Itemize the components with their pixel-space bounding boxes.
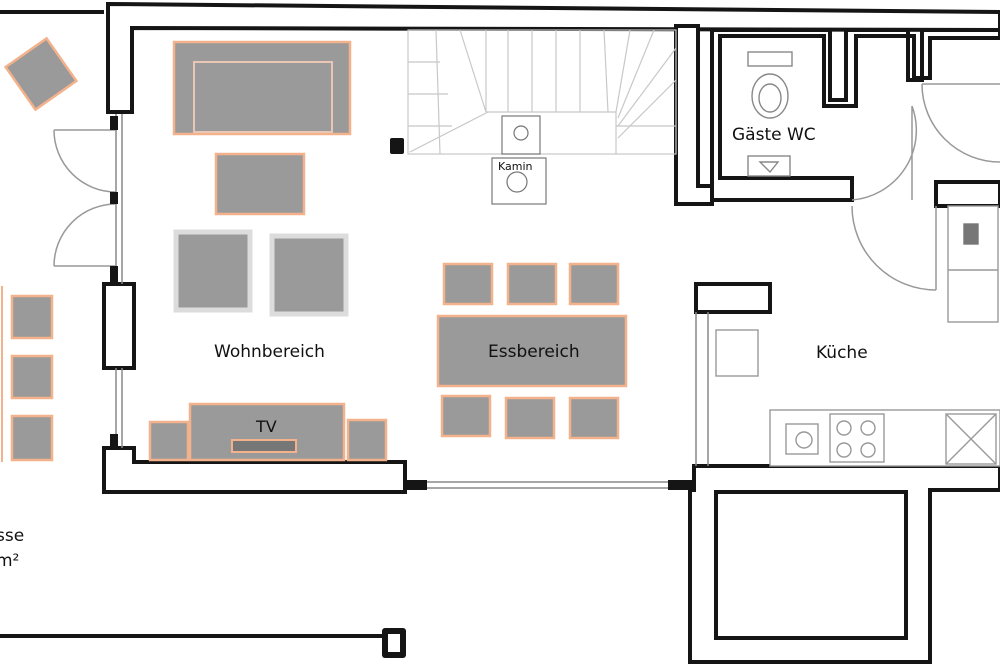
wall-kitchen-right [934, 180, 1000, 208]
dining-chair-bottom-1 [440, 394, 492, 438]
armchair-right [269, 233, 349, 317]
dining-table [436, 314, 628, 388]
fireplace [491, 115, 547, 205]
door-terrace-lower [53, 203, 117, 267]
label-kueche: Küche [816, 343, 868, 363]
door-terrace-upper [53, 129, 117, 193]
label-wohnbereich: Wohnbereich [214, 342, 325, 362]
tv-device [231, 439, 297, 453]
storage-room [714, 490, 908, 640]
dining-chair-bottom-2 [504, 396, 556, 440]
toilet-tank [747, 51, 793, 67]
label-kamin: Kamin [498, 160, 533, 173]
dining-chair-top-3 [568, 262, 620, 306]
dining-chair-bottom-3 [568, 396, 620, 440]
label-terrasse-partial: sse [0, 526, 24, 546]
staircase [407, 29, 677, 155]
terrace-lounger [3, 36, 79, 112]
wall-top [106, 1, 1000, 114]
coffee-table [214, 152, 306, 216]
label-tv: TV [255, 417, 277, 436]
wall-bottom-living [102, 446, 407, 494]
tv-chair-right [346, 418, 388, 462]
doors [53, 83, 1000, 291]
wc-fixtures [747, 51, 793, 177]
terrace-chair-2 [10, 354, 54, 400]
terrace-chair-3 [10, 414, 54, 462]
label-gaeste-wc: Gäste WC [732, 125, 816, 145]
fridge [715, 329, 759, 377]
wall-wc [710, 28, 1000, 202]
dining-chair-top-2 [506, 262, 558, 306]
terrace-chair-1 [10, 294, 54, 340]
door-hall [851, 205, 937, 291]
wall-left-pillar [102, 282, 136, 370]
door-wc [851, 105, 918, 201]
armchair-left [173, 229, 253, 313]
tv-chair-left [148, 420, 190, 462]
label-essbereich: Essbereich [488, 342, 580, 362]
door-right-upper [921, 83, 1000, 163]
wall-kitchen-pillar [694, 282, 772, 314]
sofa-seat [193, 61, 333, 133]
wall-center-vertical [674, 24, 714, 206]
dining-chair-top-1 [442, 262, 494, 306]
kitchen-fixtures [715, 205, 1000, 467]
posts [110, 116, 692, 658]
label-area-partial: m² [0, 551, 19, 571]
furniture [3, 36, 628, 462]
